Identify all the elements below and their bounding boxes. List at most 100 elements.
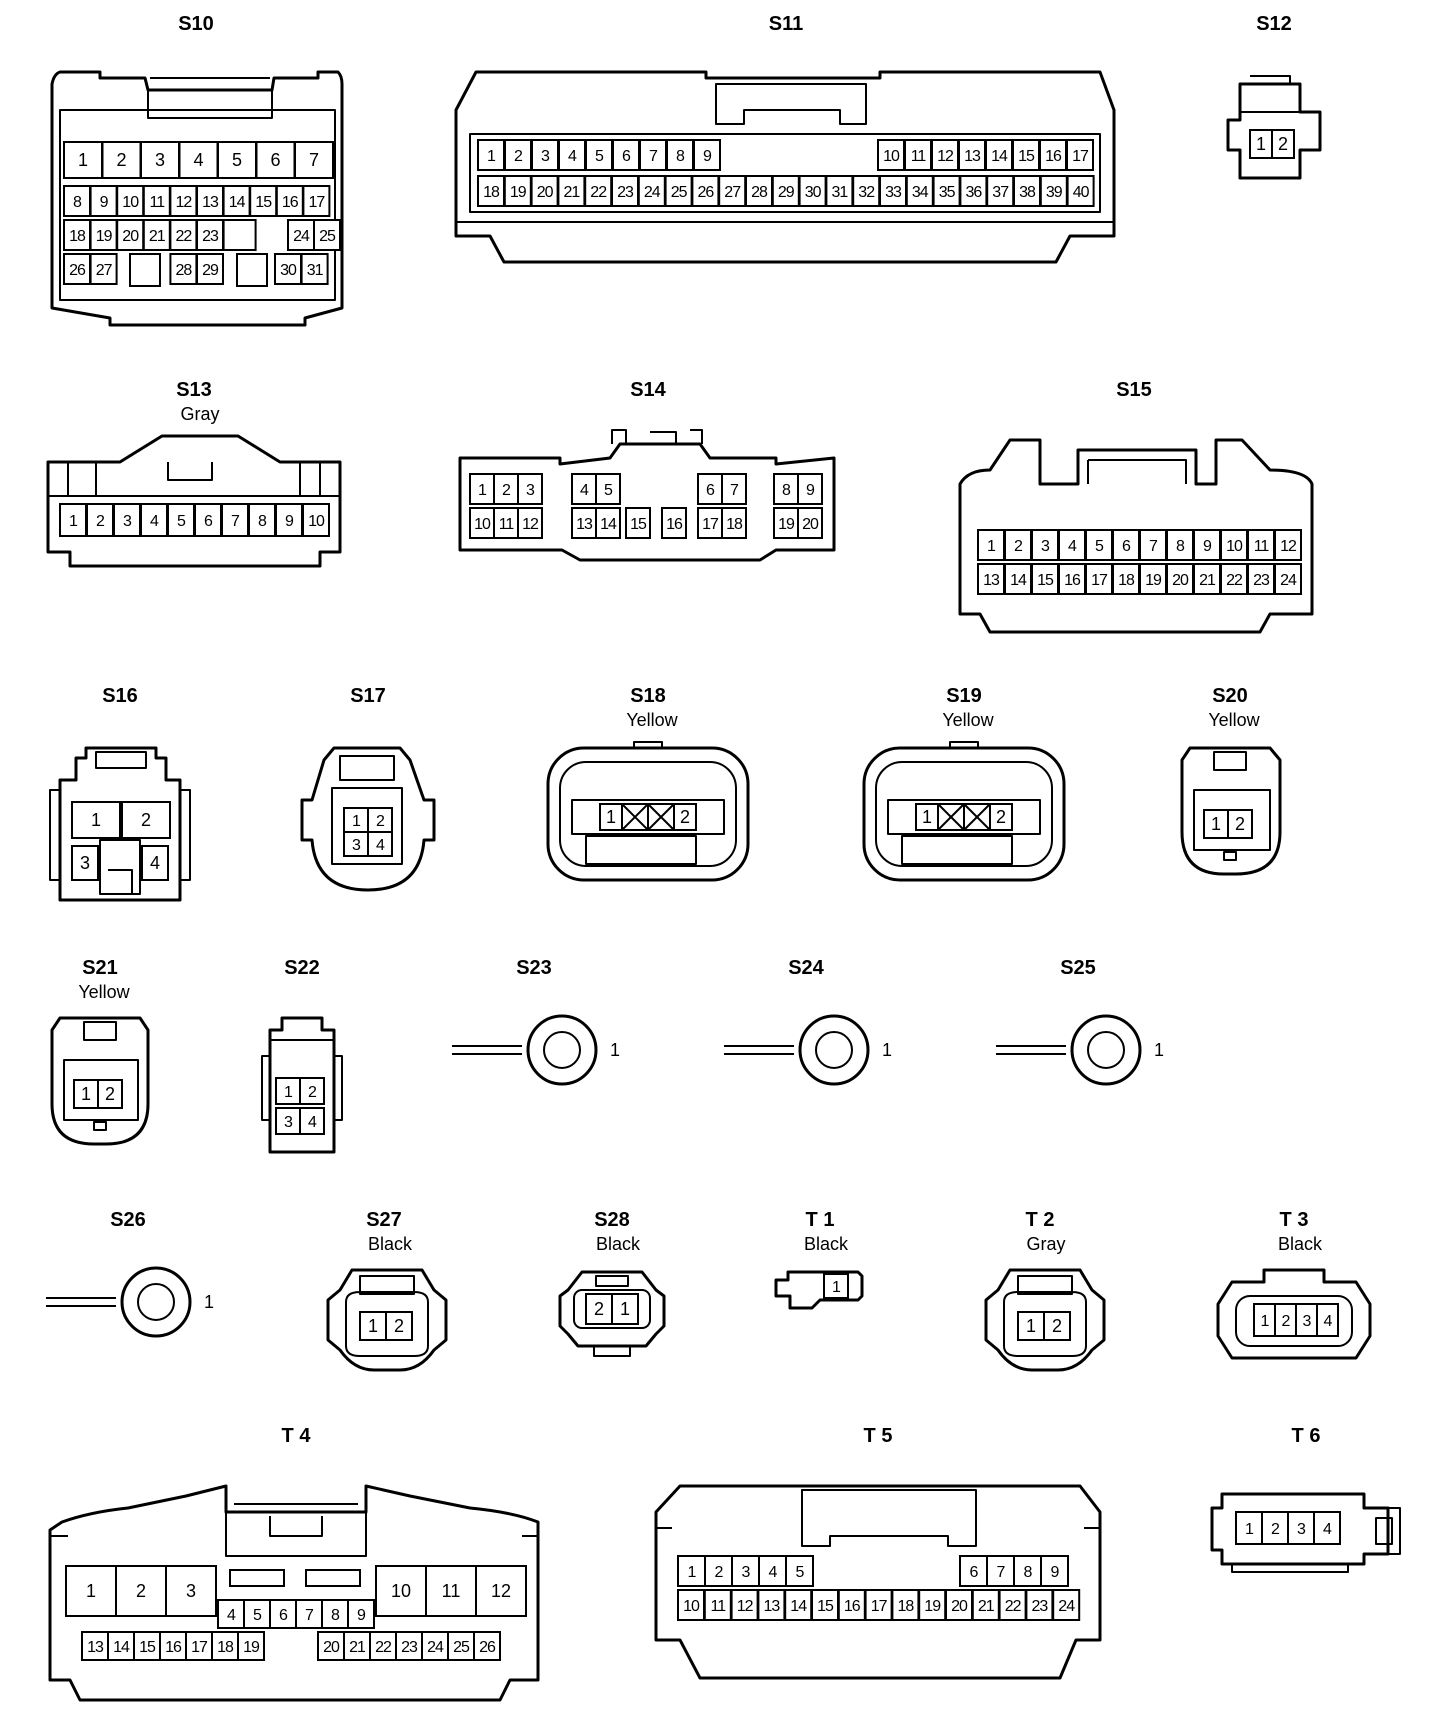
pin-number: 3 [155,150,165,170]
pin-cell: 16 [1058,563,1086,595]
pin-cell: 2 [504,139,532,171]
pin-cell: 17 [302,185,331,217]
pin-cell: 21 [1193,563,1221,595]
pin-number: 7 [309,150,319,170]
pin-cell: 7 [294,141,334,179]
pin-cell: 24 [287,219,315,251]
pin-number: 2 [502,482,511,499]
pin-number: 6 [622,148,631,165]
pin-number: 4 [568,148,577,165]
pin-cell: 1 [611,1293,639,1325]
pin-cell: 9 [275,503,303,537]
connector-label: S14 [630,379,666,401]
pin-cell: 26 [691,175,720,207]
pin-cell: 28 [169,253,198,285]
blocked-cavity [647,803,675,831]
pin-number: 11 [499,516,515,533]
pin-number: 1 [832,1279,841,1296]
pin-number: 19 [778,516,795,533]
pin-cell: 24 [1274,563,1302,595]
pin-cell: 3 [165,1565,217,1617]
connector-color: Yellow [942,710,994,730]
pin-cell: 9 [347,1599,375,1629]
connector-label: T 2 [1026,1209,1055,1231]
pin-number: 15 [630,516,647,533]
pin-cell: 15 [249,185,278,217]
pin-cell: 14 [595,507,621,539]
pin-number: 8 [331,1607,340,1624]
pin-cell: 10 [375,1565,427,1617]
pin-number: 5 [604,482,613,499]
pin-cell: 1 [275,1077,301,1105]
pin-cell: 9 [89,185,118,217]
pin-number: 1 [478,482,487,499]
pin-number: 3 [186,1581,196,1601]
pin-number: 20 [122,228,139,245]
pin-number: 16 [1064,572,1081,589]
pin-number: 30 [280,262,297,279]
pin-cell: 14 [1004,563,1032,595]
connector-color: Yellow [626,710,678,730]
pin-number: 21 [149,228,166,245]
pin-cell: 5 [585,139,613,171]
pin-cell: 3 [1295,1303,1318,1337]
pin-number: 25 [671,184,688,201]
pin-cell: 39 [1039,175,1068,207]
pin-number: 3 [526,482,535,499]
pin-cell: 12 [475,1565,527,1617]
pin-number: 7 [730,482,739,499]
pin-number: 22 [375,1639,392,1656]
pin-number: 2 [1014,538,1023,555]
pin-cell: 2 [1261,1511,1289,1545]
pin-number: 28 [751,184,768,201]
pin-number: 15 [1037,572,1054,589]
pin-number: 21 [1199,572,1216,589]
pin-number: 1 [1261,1313,1270,1330]
pin-number: 1 [368,1316,378,1336]
pin-cell: 40 [1066,175,1095,207]
blank-cavity [236,253,268,287]
pin-number: 1 [81,1084,91,1104]
pin-cell: 1 [63,141,103,179]
pin-number: 2 [680,807,690,827]
pin-number: 2 [1271,1521,1280,1538]
pin-cell: 22 [369,1631,397,1661]
pin-cell: 14 [985,139,1013,171]
pin-number: 9 [806,482,815,499]
pin-number: 1 [922,807,932,827]
pin-cell: 8 [248,503,276,537]
pin-number: 11 [710,1598,726,1615]
pin-number: 29 [202,262,219,279]
pin-cell: 1 [73,1079,99,1109]
pin-number: 24 [1280,572,1297,589]
pin-cell: 1 [469,473,495,505]
connector-color: Yellow [1208,710,1260,730]
connector-label: S10 [178,13,214,35]
pin-cell: 24 [637,175,666,207]
pin-number: 11 [1254,538,1270,555]
pin-number: 4 [150,513,159,530]
connector-label: T 1 [806,1209,835,1231]
pin-cell: 26 [473,1631,501,1661]
pin-number: 15 [139,1639,156,1656]
pin-cell: 4 [217,1599,245,1629]
pin-cell: 14 [784,1589,813,1621]
pin-number: 1 [1256,134,1266,154]
pin-cell: 21 [142,219,171,251]
pin-number: 8 [258,513,267,530]
pin-cell: 20 [945,1589,973,1621]
pin-cell: 11 [703,1589,732,1621]
pin-number: 14 [991,148,1008,165]
connector-s26: S26 1 [46,1209,214,1338]
pin-cell: 3 [731,1555,760,1587]
pin-number: 23 [617,184,634,201]
pin-cell: 1 [59,503,87,537]
